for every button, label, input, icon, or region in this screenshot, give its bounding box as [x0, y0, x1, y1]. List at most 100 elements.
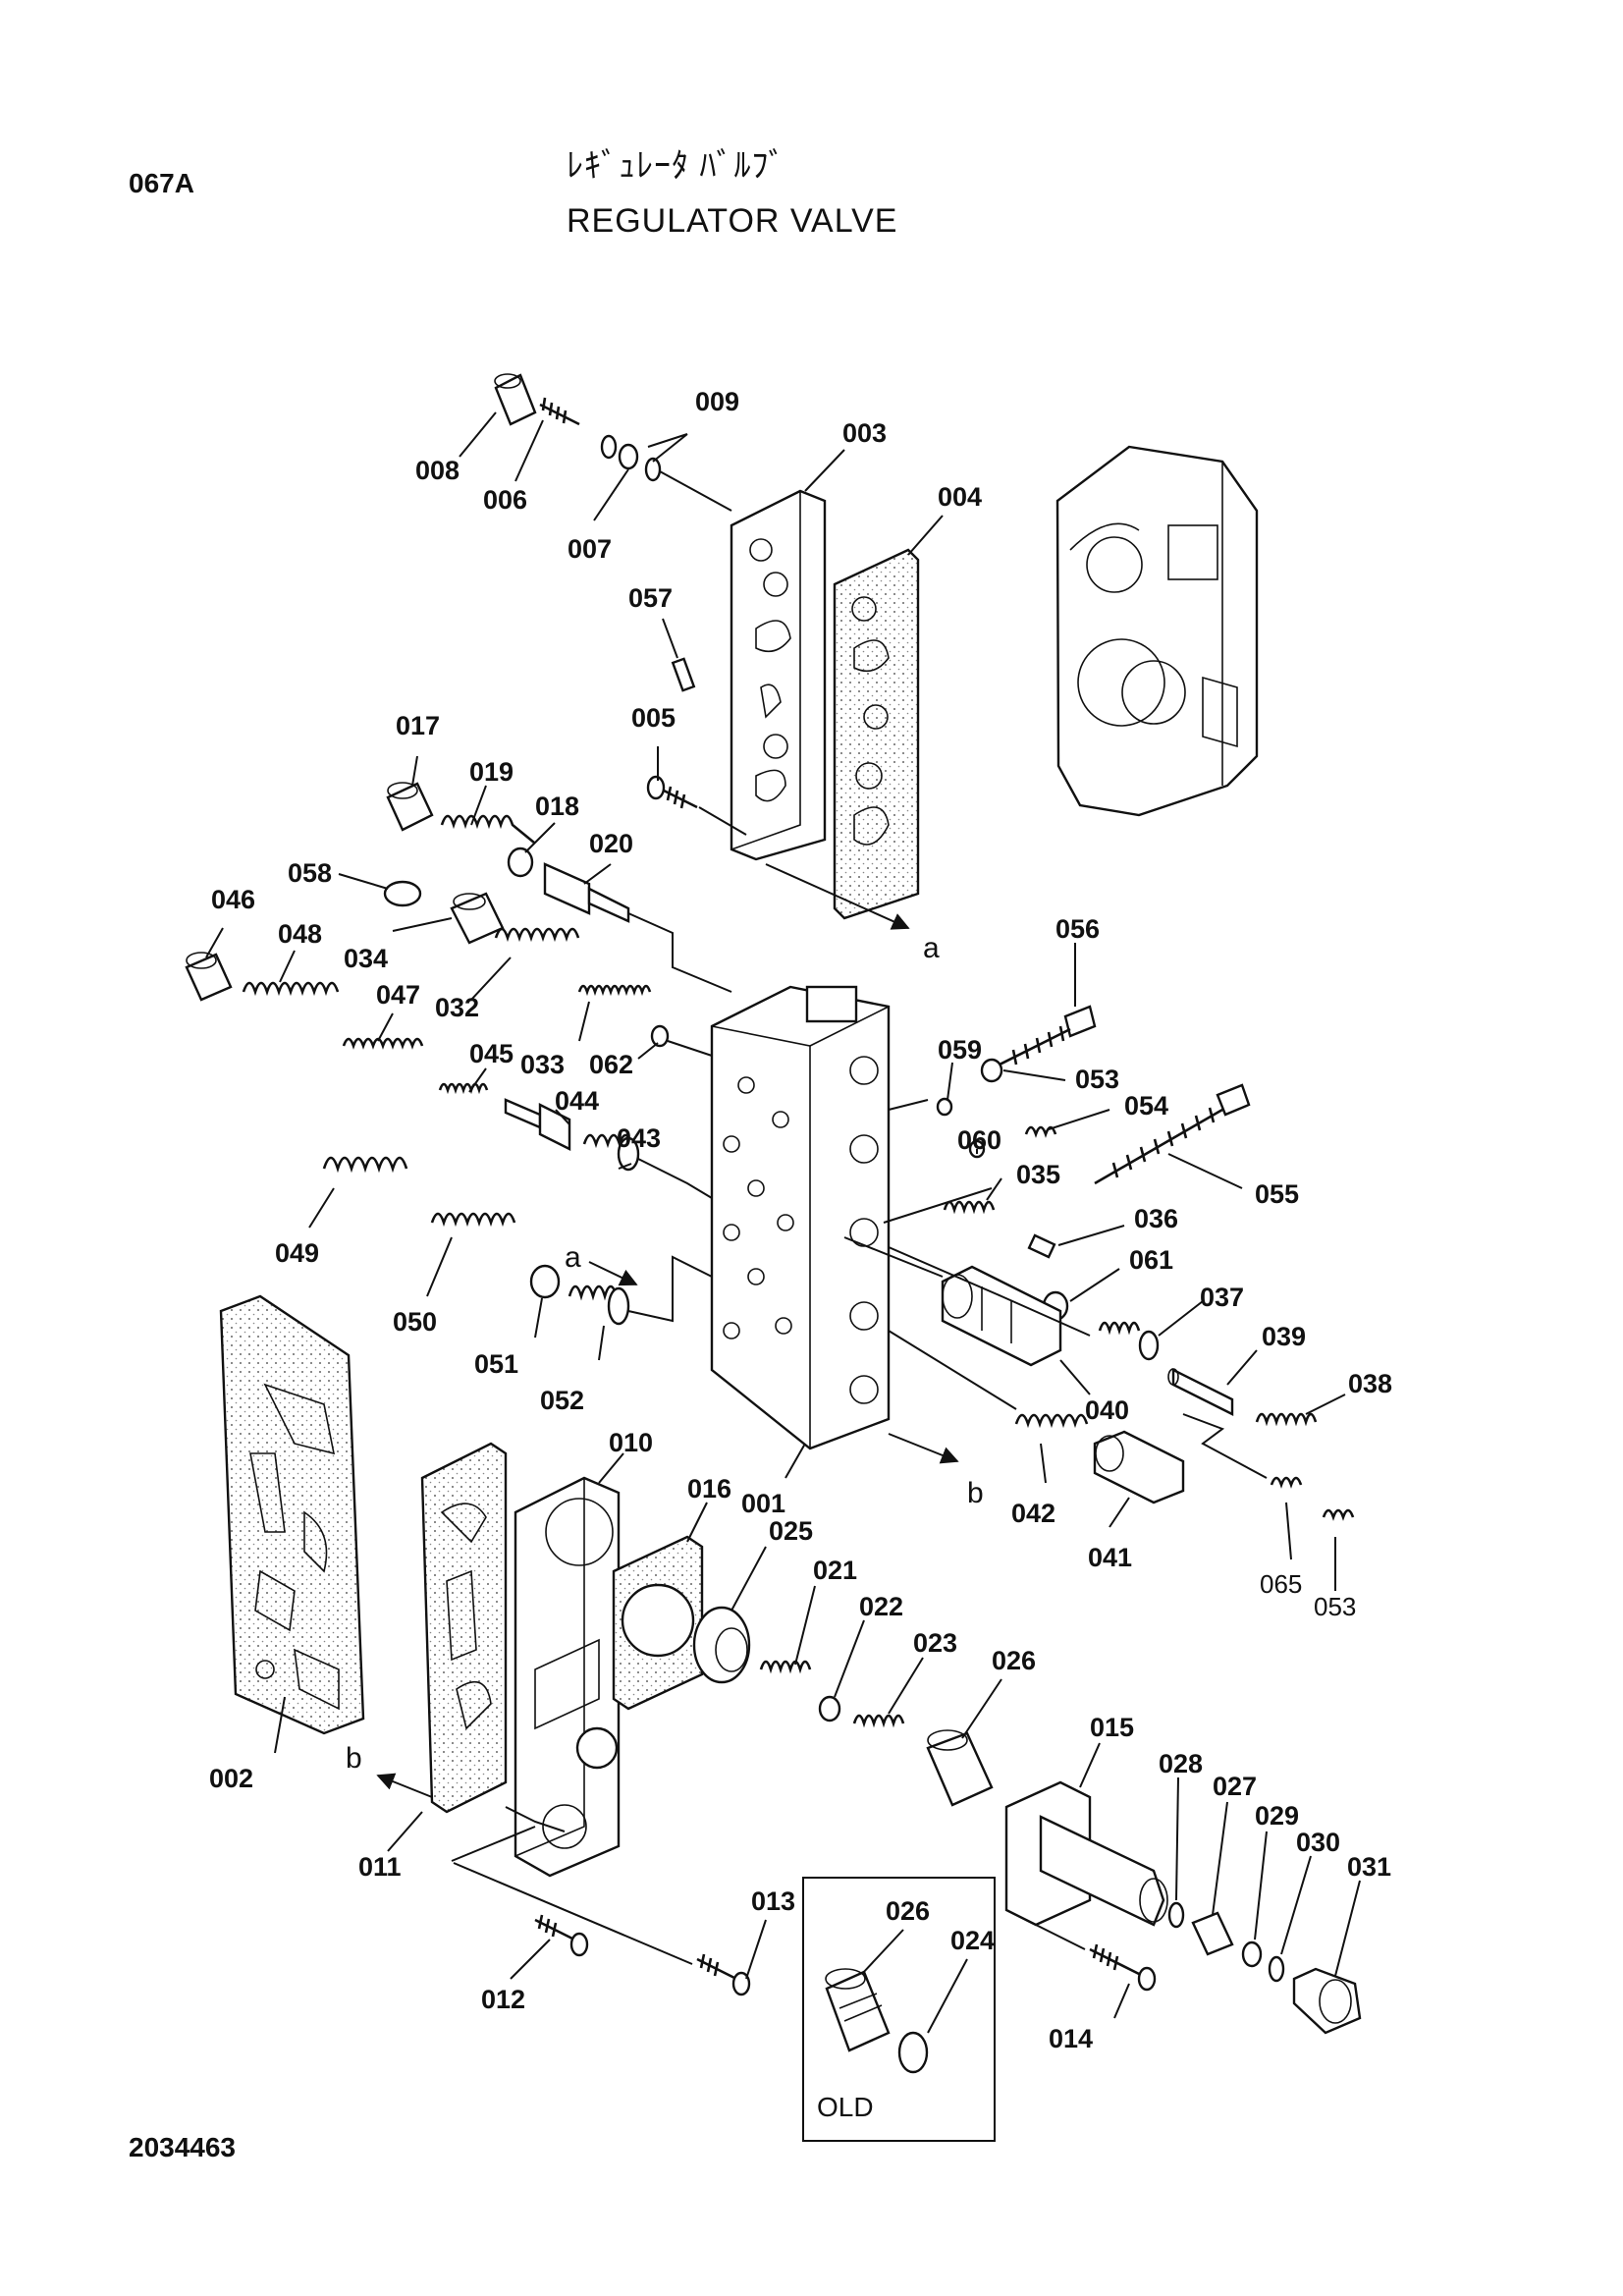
label-041: 041: [1088, 1543, 1132, 1572]
part-052-sleeve: [568, 1285, 630, 1326]
label-003: 003: [842, 418, 887, 448]
part-036-pin: [1027, 1233, 1056, 1259]
label-015: 015: [1090, 1713, 1134, 1742]
label-059: 059: [938, 1035, 982, 1065]
part-031-cap: [1292, 1967, 1362, 2035]
part-051-seal: [529, 1264, 561, 1299]
label-052: 052: [540, 1386, 584, 1415]
label-027: 027: [1213, 1772, 1257, 1801]
label-060: 060: [957, 1125, 1001, 1155]
part-048-spring: [242, 981, 340, 997]
part-043-sleeve: [582, 1133, 640, 1172]
label-053: 053: [1075, 1065, 1119, 1094]
part-015-housing: [1004, 1780, 1168, 1927]
label-021: 021: [813, 1556, 857, 1585]
part-020-spool: [543, 862, 630, 923]
part-065-spring: [1270, 1476, 1303, 1489]
gasket-004: [833, 548, 920, 920]
part-022-ball: [818, 1695, 841, 1722]
part-008-nut: [494, 373, 537, 426]
part-025-collar: [692, 1606, 751, 1684]
part-037-plug: [1098, 1321, 1160, 1361]
part-055-bolt: [1094, 1083, 1251, 1185]
part-026-old-piston: [825, 1968, 891, 2052]
label-036: 036: [1134, 1204, 1178, 1233]
label-005: 005: [631, 703, 676, 733]
flow-arrow-a-upper: a: [765, 863, 940, 964]
label-012: 012: [481, 1985, 525, 2014]
title-english: REGULATOR VALVE: [567, 202, 897, 240]
title-japanese: ﾚｷﾞｭﾚｰﾀ ﾊﾞﾙﾌﾞ: [567, 147, 785, 185]
callout-labels: 008 006 007 009 003 004 057 005 017 019 …: [209, 387, 1392, 2053]
label-061: 061: [1129, 1245, 1173, 1275]
part-053-plug: [980, 1058, 1003, 1083]
label-037: 037: [1200, 1283, 1244, 1312]
label-030: 030: [1296, 1828, 1340, 1857]
gasket-002: [219, 1294, 365, 1735]
part-050-spring: [430, 1212, 516, 1228]
label-006: 006: [483, 485, 527, 515]
part-028-oring: [1167, 1901, 1185, 1929]
part-017-plug: [386, 782, 434, 832]
gasket-011: [420, 1442, 508, 1814]
page-code: 067A: [129, 168, 194, 198]
label-026: 026: [992, 1646, 1036, 1675]
label-024: 024: [950, 1926, 995, 1955]
label-046: 046: [211, 885, 255, 914]
label-053-lower: 053: [1314, 1592, 1356, 1621]
part-062-plug: [650, 1024, 670, 1048]
old-version-box: [802, 1877, 996, 2142]
part-046-plug: [185, 952, 233, 1002]
label-014: 014: [1049, 2024, 1093, 2053]
label-062: 062: [589, 1050, 633, 1079]
part-047-spring: [342, 1037, 424, 1050]
old-box-label: OLD: [817, 2092, 874, 2122]
part-012-bolt: [534, 1914, 589, 1957]
pump-housing: [1055, 445, 1259, 817]
part-014-bolt: [1089, 1943, 1157, 1992]
part-035-sleeve: [943, 1200, 996, 1215]
label-043: 043: [617, 1123, 661, 1153]
valve-body-001: [710, 985, 891, 1450]
part-057-pin: [671, 657, 696, 692]
label-031: 031: [1347, 1852, 1391, 1882]
part-026-piston: [926, 1729, 994, 1807]
svg-text:a: a: [565, 1241, 581, 1274]
part-039-pin: [1167, 1368, 1234, 1416]
label-019: 019: [469, 757, 514, 787]
flow-arrow-b-left: b: [346, 1742, 433, 1798]
label-042: 042: [1011, 1499, 1055, 1528]
label-057: 057: [628, 583, 673, 613]
label-026-old: 026: [886, 1896, 930, 1926]
label-047: 047: [376, 980, 420, 1010]
leader-lines: [205, 411, 1361, 2034]
label-009: 009: [695, 387, 739, 416]
label-035: 035: [1016, 1160, 1060, 1189]
part-013-bolt: [696, 1953, 751, 1996]
label-050: 050: [393, 1307, 437, 1337]
label-032: 032: [435, 993, 479, 1022]
part-018-ring: [507, 847, 534, 878]
part-049-spring: [322, 1156, 408, 1174]
part-032-spring: [494, 927, 580, 943]
part-005-bolt: [646, 775, 698, 809]
label-054: 054: [1124, 1091, 1168, 1121]
label-010: 010: [609, 1428, 653, 1457]
svg-text:a: a: [923, 932, 940, 964]
flow-arrow-b-right: b: [888, 1433, 984, 1509]
label-013: 013: [751, 1886, 795, 1916]
label-001: 001: [741, 1489, 785, 1518]
part-045-spring: [438, 1082, 489, 1095]
svg-text:b: b: [346, 1742, 362, 1775]
part-019-spring: [440, 814, 535, 845]
flow-arrow-a-lower: a: [565, 1241, 638, 1286]
label-017: 017: [396, 711, 440, 740]
label-045: 045: [469, 1039, 514, 1068]
cover-010: [514, 1476, 621, 1878]
part-029-nut: [1241, 1941, 1263, 1968]
label-040: 040: [1085, 1395, 1129, 1425]
label-051: 051: [474, 1349, 518, 1379]
part-007-washers: [600, 434, 662, 482]
label-028: 028: [1159, 1749, 1203, 1778]
